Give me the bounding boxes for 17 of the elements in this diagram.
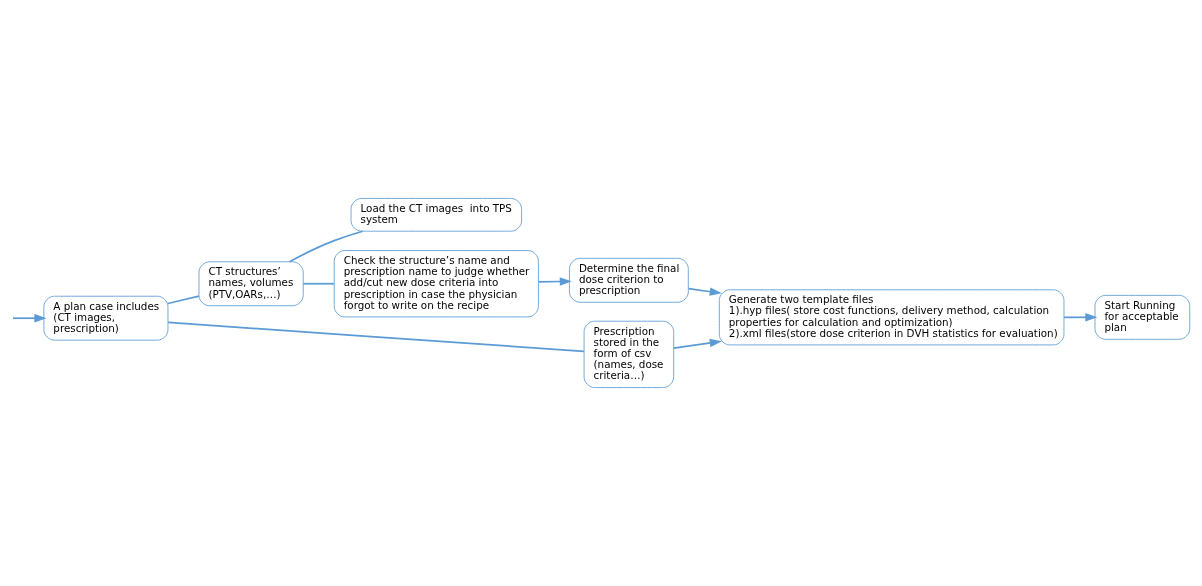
- arrow: [672, 338, 722, 349]
- node-box: Check the structure’s name and prescription name to judge whether add/cut new dose criteria into prescription in case the physician forgot to write on the recipe: [333, 250, 539, 318]
- node-box: Load the CT images into TPS system: [350, 198, 523, 232]
- node-box: CT structures’ names, volumes (PTV,OARs,…): [198, 261, 304, 307]
- connector: [167, 321, 585, 353]
- connector: [302, 282, 335, 285]
- node-box: Determine the final dose criterion to prescription: [569, 257, 689, 303]
- node-box: A plan case includes (CT images, prescription): [43, 295, 169, 341]
- arrow: [687, 287, 722, 296]
- connector: [288, 230, 364, 263]
- connector: [167, 295, 200, 305]
- node-box: Prescription stored in the form of csv (names, dose criteria…): [583, 320, 675, 388]
- arrow: [1063, 313, 1098, 322]
- node-box: Generate two template files 1).hyp files( store cost functions, delivery method, calculation properties for calculation and optimization) 2).xml files(store dose criterion in DVH statistics for evaluation): [718, 289, 1065, 346]
- node-box: Start Running for acceptable plan: [1094, 294, 1191, 340]
- arrow: [537, 277, 572, 286]
- arrow: [12, 313, 47, 323]
